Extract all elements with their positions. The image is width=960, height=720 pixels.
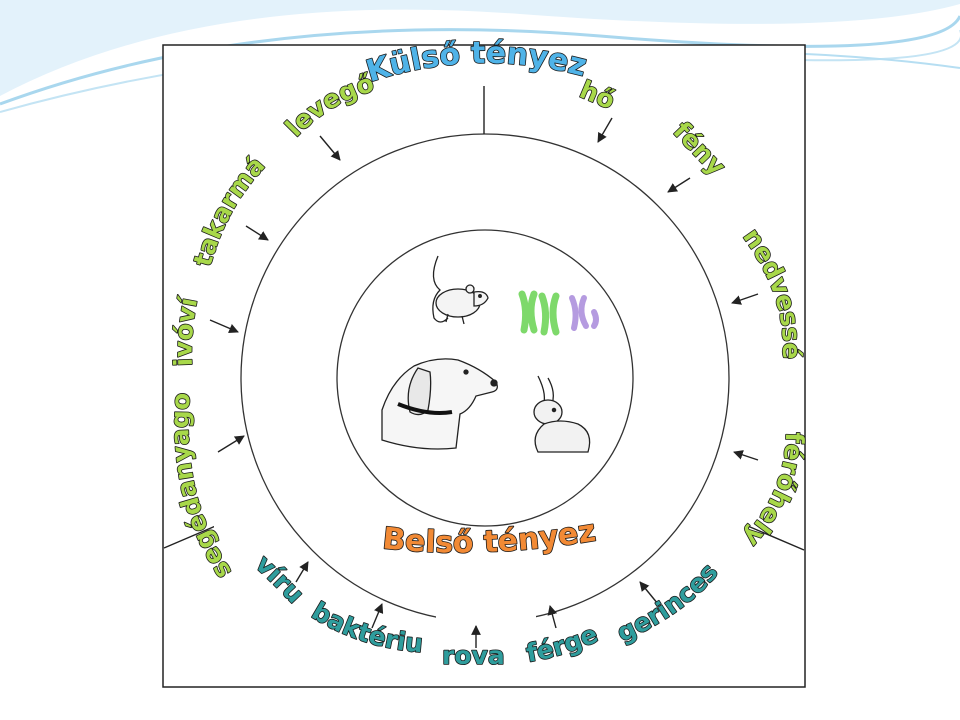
ring-gaps bbox=[214, 506, 746, 626]
mouse-icon bbox=[432, 255, 489, 325]
dog-icon bbox=[381, 358, 498, 450]
internal-arrows bbox=[295, 561, 659, 648]
rabbit-icon bbox=[533, 375, 591, 453]
diagram-frame bbox=[162, 44, 806, 688]
external-arrows bbox=[209, 117, 759, 461]
chromosome-icon bbox=[518, 290, 599, 336]
inner-ring bbox=[336, 229, 634, 527]
